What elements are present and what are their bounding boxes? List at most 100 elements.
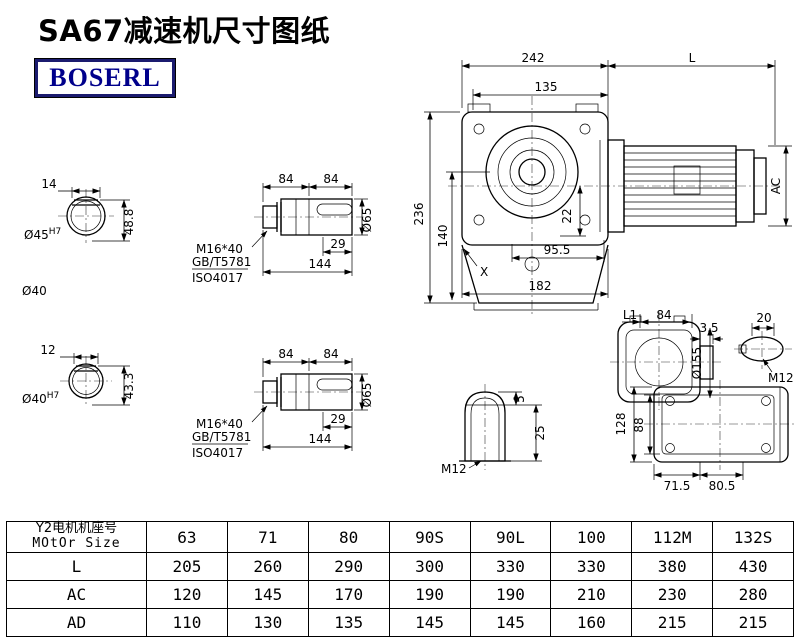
dim-motor-dia: AC <box>769 178 783 194</box>
motor-size-label-cn: Y2电机机座号 <box>35 521 118 537</box>
shaft-side-view-2: 84 84 29 144 Ø65 M16*40 GB/T5781 ISO4017 <box>192 347 374 460</box>
row-label-AC: AC <box>6 580 147 609</box>
key-detail-view: 5 25 M12 <box>441 384 547 476</box>
dim-cell: 190 <box>469 580 552 609</box>
dim-key-w: 20 <box>756 311 771 325</box>
size-col-132S: 132S <box>712 521 794 553</box>
bolt-spec-2: M16*40 <box>196 417 243 431</box>
dim-cell: 280 <box>712 580 794 609</box>
technical-drawing: 14 Ø45H7 48.8 Ø40 12 Ø40H7 43.3 <box>22 51 796 493</box>
dim-off-a: 71.5 <box>664 479 691 493</box>
dim-cell: 330 <box>550 552 633 581</box>
dim-cell: 260 <box>226 552 309 581</box>
dim-seg-a-2: 84 <box>278 347 293 361</box>
dim-seg-a-1: 84 <box>278 172 293 186</box>
dim-plain-dia: Ø40 <box>22 284 47 298</box>
size-col-90S: 90S <box>388 521 471 553</box>
dim-center-height: 140 <box>436 225 450 248</box>
dim-bore-2: Ø40H7 <box>22 391 59 406</box>
dim-l1: L1 <box>623 308 637 322</box>
main-front-view: 242 L 135 236 140 22 95.5 X 182 AC <box>412 51 792 316</box>
dim-cell: 130 <box>226 608 309 637</box>
dim-cell: 170 <box>307 580 390 609</box>
dim-motor-length: L <box>689 51 696 65</box>
brand-logo: BOSERL <box>35 59 175 97</box>
shaft-end-view-2: 12 Ø40H7 43.3 <box>22 343 136 406</box>
dim-cell: 145 <box>469 608 552 637</box>
dim-cell: 215 <box>712 608 794 637</box>
size-col-63: 63 <box>146 521 228 553</box>
table-row-L: L 205 260 290 300 330 330 380 430 <box>6 552 794 581</box>
size-col-100: 100 <box>550 521 633 553</box>
dim-cell: 330 <box>469 552 552 581</box>
dim-cell: 190 <box>388 580 471 609</box>
dim-bore-1: Ø45H7 <box>24 227 61 242</box>
dim-base-width: 182 <box>529 279 552 293</box>
dim-foot: 95.5 <box>544 243 571 257</box>
dim-flange-dia: Ø155 <box>690 347 704 379</box>
table-row-AD: AD 110 130 135 145 145 160 215 215 <box>6 608 794 637</box>
size-col-71: 71 <box>226 521 309 553</box>
size-col-80: 80 <box>307 521 390 553</box>
motor-size-header: Y2电机机座号 MOtOr Size <box>6 521 147 553</box>
table-header-row: Y2电机机座号 MOtOr Size 63 71 80 90S 90L 100 … <box>6 521 794 553</box>
bolt-spec-1: M16*40 <box>196 242 243 256</box>
dim-cell: 145 <box>388 608 471 637</box>
dim-dia-2: Ø65 <box>360 383 374 408</box>
dim-key-len-2: 29 <box>330 412 345 426</box>
dim-total-len-1: 144 <box>309 257 332 271</box>
motor-dimension-table: Y2电机机座号 MOtOr Size 63 71 80 90S 90L 100 … <box>6 521 794 637</box>
bolt-std1-2: GB/T5781 <box>192 430 251 444</box>
dim-cell: 300 <box>388 552 471 581</box>
dim-cell: 205 <box>146 552 228 581</box>
dim-key-width-2: 12 <box>40 343 55 357</box>
dim-key-len-1: 29 <box>330 237 345 251</box>
dim-offset-22: 22 <box>560 208 574 223</box>
dim-cell: 160 <box>550 608 633 637</box>
row-label-L: L <box>6 552 147 581</box>
dim-flange-offset: 135 <box>535 80 558 94</box>
bolt-std2-2: ISO4017 <box>192 446 243 460</box>
dim-height-1: 48.8 <box>122 209 136 236</box>
dim-cell: 110 <box>146 608 228 637</box>
dim-housing-width: 242 <box>522 51 545 65</box>
dim-cell: 430 <box>712 552 794 581</box>
row-label-AD: AD <box>6 608 147 637</box>
dim-cell: 230 <box>631 580 714 609</box>
bottom-rear-view: 128 88 71.5 80.5 <box>614 380 796 493</box>
dim-cell: 120 <box>146 580 228 609</box>
dim-cell: 215 <box>631 608 714 637</box>
dim-total-len-2: 144 <box>309 432 332 446</box>
dim-cell: 135 <box>307 608 390 637</box>
dim-off-b: 80.5 <box>709 479 736 493</box>
shaft-end-view-1: 14 Ø45H7 48.8 <box>24 177 136 243</box>
dim-height-main: 236 <box>412 203 426 226</box>
thread-m12-key: M12 <box>441 462 467 476</box>
bolt-std2-1: ISO4017 <box>192 271 243 285</box>
motor-size-label-en: MOtOr Size <box>32 536 121 551</box>
datum-x-label: X <box>480 265 488 279</box>
table-row-AC: AC 120 145 170 190 190 210 230 280 <box>6 580 794 609</box>
dim-side-84: 84 <box>656 308 671 322</box>
dim-gap: 3.5 <box>699 321 718 335</box>
dim-seg-b-2: 84 <box>323 347 338 361</box>
shaft-side-view-1: 84 84 29 144 Ø65 M16*40 GB/T5781 ISO4017 <box>192 172 374 285</box>
dim-seg-b-1: 84 <box>323 172 338 186</box>
dim-height-2: 43.3 <box>122 373 136 400</box>
page-title: SA67减速机尺寸图纸 <box>38 14 331 48</box>
dim-bottom-inner-height: 88 <box>632 417 646 432</box>
dim-key-width-1: 14 <box>41 177 56 191</box>
dim-cell: 145 <box>226 580 309 609</box>
dim-key-height: 25 <box>533 425 547 440</box>
dim-dia-1: Ø65 <box>360 208 374 233</box>
dim-cell: 290 <box>307 552 390 581</box>
dim-cell: 210 <box>550 580 633 609</box>
thread-m12-side: M12 <box>768 371 794 385</box>
side-view: L1 84 3.5 20 Ø155 M12 <box>610 308 794 410</box>
dim-bottom-height: 128 <box>614 413 628 436</box>
bolt-std1-1: GB/T5781 <box>192 255 251 269</box>
size-col-112M: 112M <box>631 521 714 553</box>
dim-cell: 380 <box>631 552 714 581</box>
size-col-90L: 90L <box>469 521 552 553</box>
dim-key-depth: 5 <box>513 395 527 403</box>
